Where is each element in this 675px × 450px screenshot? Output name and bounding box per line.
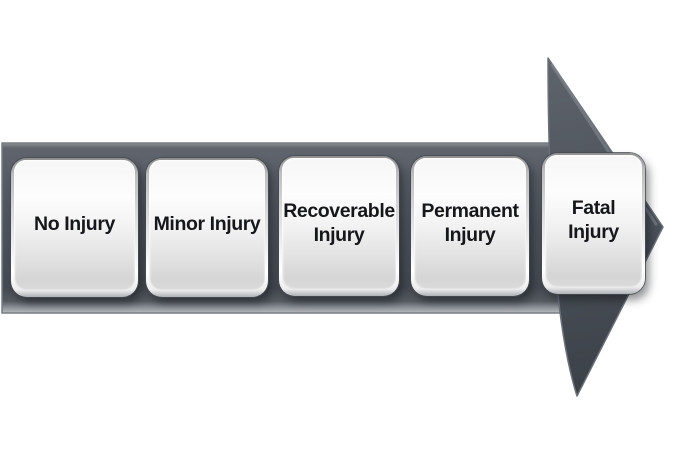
stage-recoverable-injury: Recoverable Injury <box>279 156 399 296</box>
stage-minor-injury: Minor Injury <box>146 158 268 297</box>
stage-label: Recoverable Injury <box>282 158 396 289</box>
stage-no-injury: No Injury <box>11 158 138 297</box>
stage-label: Minor Injury <box>149 160 265 290</box>
stage-permanent-injury: Permanent Injury <box>411 156 529 296</box>
stage-label: Fatal Injury <box>545 155 642 287</box>
stage-label: Permanent Injury <box>414 158 526 289</box>
stage-fatal-injury: Fatal Injury <box>542 153 645 294</box>
stage-label: No Injury <box>14 160 135 290</box>
